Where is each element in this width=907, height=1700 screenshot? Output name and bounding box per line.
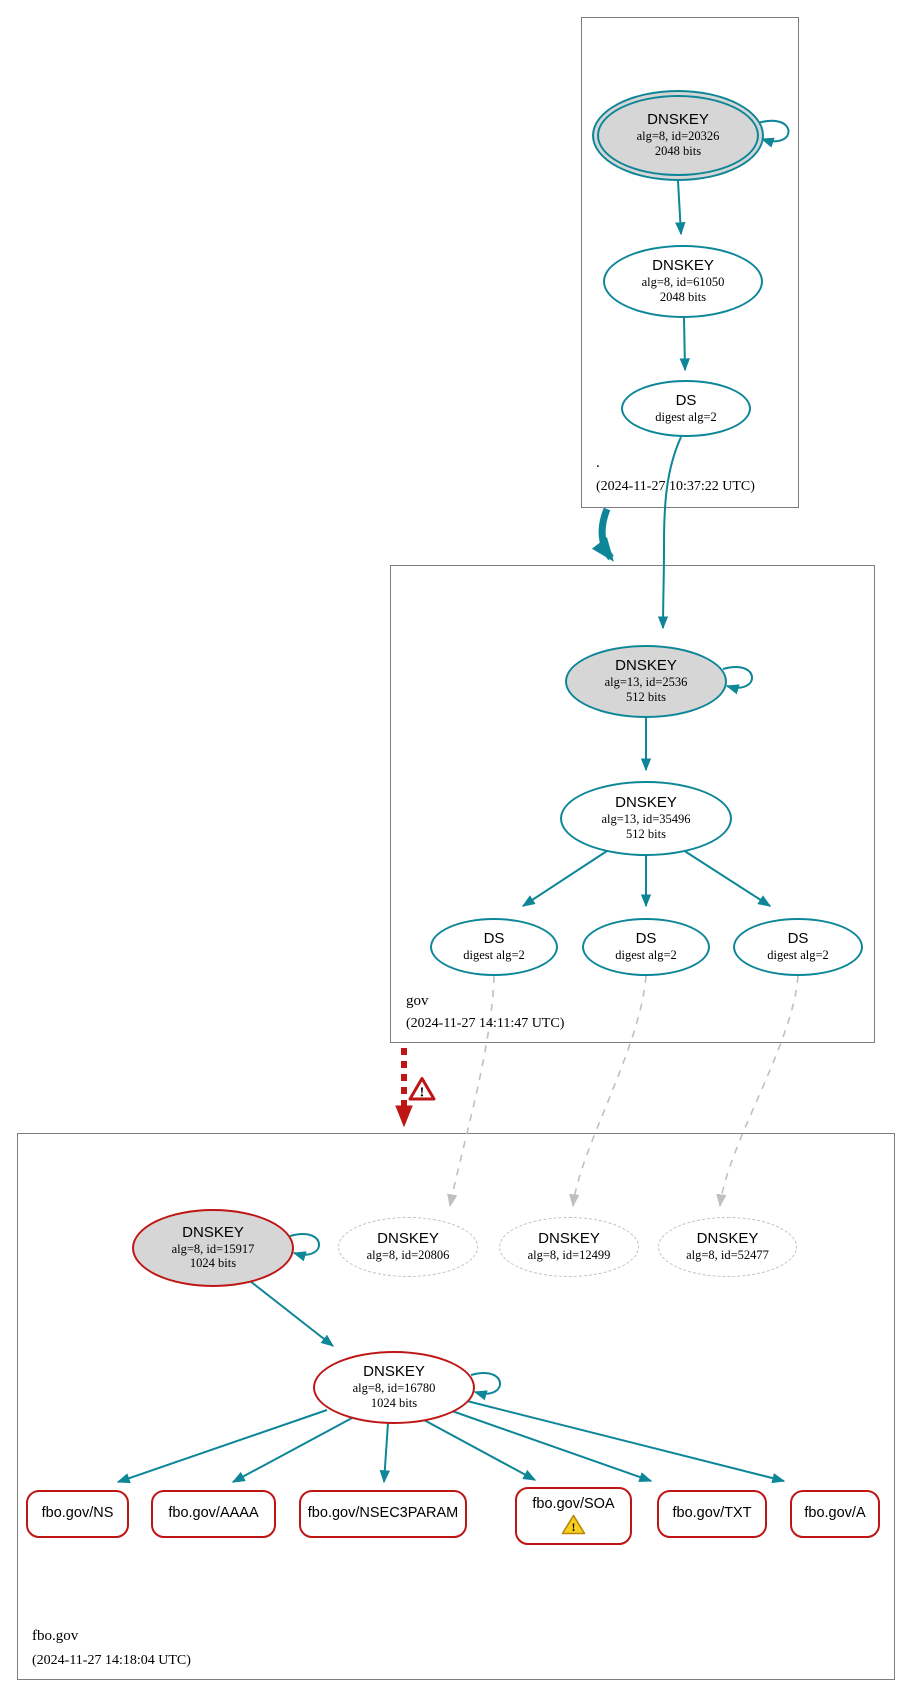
- node-detail: digest alg=2: [615, 948, 677, 963]
- rrset-label: fbo.gov/A: [804, 1505, 866, 1522]
- rrset-fbo-gov-nsec3param[interactable]: fbo.gov/NSEC3PARAM: [299, 1490, 467, 1538]
- edge-root-ksk-selfloop: [757, 119, 790, 148]
- zone-timestamp-gov: (2024-11-27 14:11:47 UTC): [406, 1016, 565, 1031]
- node-title: DS: [483, 930, 505, 948]
- edge-root-ds-gov-ksk: [657, 436, 682, 630]
- edge-fbo-zsk-selfloop: [470, 1372, 501, 1401]
- node-detail: alg=8, id=15917: [171, 1241, 255, 1256]
- node-gov-ds-2[interactable]: DS digest alg=2: [582, 918, 710, 976]
- node-detail: 512 bits: [626, 689, 666, 704]
- rrset-fbo-gov-txt[interactable]: fbo.gov/TXT: [657, 1490, 767, 1538]
- node-gov-ds-3[interactable]: DS digest alg=2: [733, 918, 863, 976]
- node-root-ds[interactable]: DS digest alg=2: [621, 380, 751, 437]
- edge-root-zone-gov-zone-thick: [591, 507, 614, 562]
- edge-gov-ds3-missing-key-52477: [716, 975, 799, 1208]
- edge-gov-zsk-ds3: [682, 849, 772, 907]
- rrset-label: fbo.gov/SOA: [532, 1496, 615, 1513]
- node-detail: digest alg=2: [767, 948, 829, 963]
- node-title: DNSKEY: [696, 1230, 759, 1248]
- node-title: DNSKEY: [647, 111, 709, 129]
- zone-label-root: .: [596, 455, 600, 471]
- zone-label-gov: gov: [406, 993, 429, 1009]
- edge-root-zsk-ds: [679, 317, 690, 372]
- node-root-ksk[interactable]: DNSKEY alg=8, id=20326 2048 bits: [592, 90, 764, 181]
- node-fbo-missing-key-52477[interactable]: DNSKEY alg=8, id=52477: [658, 1217, 797, 1277]
- zone-timestamp-fbo-gov: (2024-11-27 14:18:04 UTC): [32, 1653, 191, 1668]
- node-detail: digest alg=2: [655, 409, 717, 424]
- edge-fbo-ksk-zsk: [249, 1280, 335, 1347]
- rrset-fbo-gov-a[interactable]: fbo.gov/A: [790, 1490, 880, 1538]
- node-detail: alg=8, id=61050: [641, 275, 725, 290]
- node-gov-ksk[interactable]: DNSKEY alg=13, id=2536 512 bits: [565, 645, 727, 718]
- edge-fbo-zsk-nsec3param: [379, 1422, 390, 1484]
- rrset-fbo-gov-ns[interactable]: fbo.gov/NS: [26, 1490, 129, 1538]
- node-detail: alg=8, id=20806: [366, 1248, 450, 1263]
- rrset-label: fbo.gov/AAAA: [168, 1505, 259, 1522]
- node-detail: 2048 bits: [659, 289, 707, 304]
- node-root-zsk[interactable]: DNSKEY alg=8, id=61050 2048 bits: [603, 245, 763, 318]
- node-title: DNSKEY: [377, 1230, 439, 1248]
- zone-label-fbo-gov: fbo.gov: [32, 1628, 79, 1644]
- node-detail: digest alg=2: [463, 948, 525, 963]
- edge-fbo-ksk-selfloop: [289, 1233, 320, 1262]
- node-title: DNSKEY: [182, 1223, 244, 1241]
- node-detail: 2048 bits: [654, 143, 702, 158]
- delegation-warning-icon[interactable]: !: [408, 1076, 436, 1102]
- node-detail: 1024 bits: [189, 1256, 237, 1271]
- edge-fbo-zsk-txt: [451, 1410, 653, 1483]
- node-detail: alg=8, id=12499: [527, 1248, 611, 1263]
- soa-warning-icon[interactable]: !: [561, 1514, 586, 1535]
- edge-gov-ds2-missing-key-12499: [569, 975, 647, 1208]
- node-detail: 1024 bits: [370, 1395, 418, 1410]
- edge-gov-zsk-ds1: [521, 848, 611, 907]
- node-detail: alg=13, id=35496: [601, 812, 691, 827]
- edge-fbo-zsk-ns: [116, 1409, 328, 1484]
- node-fbo-zsk[interactable]: DNSKEY alg=8, id=16780 1024 bits: [313, 1351, 475, 1424]
- rrset-label: fbo.gov/NS: [41, 1505, 114, 1522]
- edge-fbo-zsk-aaaa: [231, 1417, 353, 1483]
- edge-fbo-zsk-a: [466, 1400, 786, 1484]
- node-title: DNSKEY: [652, 257, 714, 275]
- node-detail: alg=8, id=20326: [636, 129, 720, 144]
- node-fbo-missing-key-12499[interactable]: DNSKEY alg=8, id=12499: [499, 1217, 639, 1277]
- svg-text:!: !: [420, 1086, 425, 1101]
- node-title: DS: [675, 391, 697, 409]
- node-gov-zsk[interactable]: DNSKEY alg=13, id=35496 512 bits: [560, 781, 732, 856]
- node-title: DNSKEY: [363, 1363, 425, 1381]
- node-detail: alg=8, id=16780: [352, 1381, 436, 1396]
- rrset-fbo-gov-aaaa[interactable]: fbo.gov/AAAA: [151, 1490, 276, 1538]
- rrset-label: fbo.gov/NSEC3PARAM: [307, 1505, 459, 1522]
- node-fbo-missing-key-20806[interactable]: DNSKEY alg=8, id=20806: [338, 1217, 478, 1277]
- node-title: DNSKEY: [615, 657, 677, 675]
- node-fbo-ksk[interactable]: DNSKEY alg=8, id=15917 1024 bits: [132, 1209, 294, 1287]
- node-detail: alg=8, id=52477: [686, 1248, 769, 1263]
- node-title: DS: [787, 930, 809, 948]
- zone-timestamp-root: (2024-11-27 10:37:22 UTC): [596, 479, 755, 494]
- node-title: DS: [635, 930, 657, 948]
- node-detail: alg=13, id=2536: [604, 675, 688, 690]
- edge-gov-ds1-missing-key-20806: [447, 975, 495, 1208]
- node-title: DNSKEY: [538, 1230, 600, 1248]
- svg-text:!: !: [572, 1520, 576, 1534]
- node-title: DNSKEY: [615, 794, 677, 812]
- edge-fbo-zsk-soa: [423, 1419, 537, 1481]
- node-gov-ds-1[interactable]: DS digest alg=2: [430, 918, 558, 976]
- edge-gov-ksk-selfloop: [722, 666, 753, 695]
- edge-root-ksk-zsk: [675, 180, 686, 236]
- rrset-label: fbo.gov/TXT: [672, 1505, 752, 1522]
- rrset-fbo-gov-soa[interactable]: fbo.gov/SOA !: [515, 1487, 632, 1545]
- node-detail: 512 bits: [626, 826, 666, 841]
